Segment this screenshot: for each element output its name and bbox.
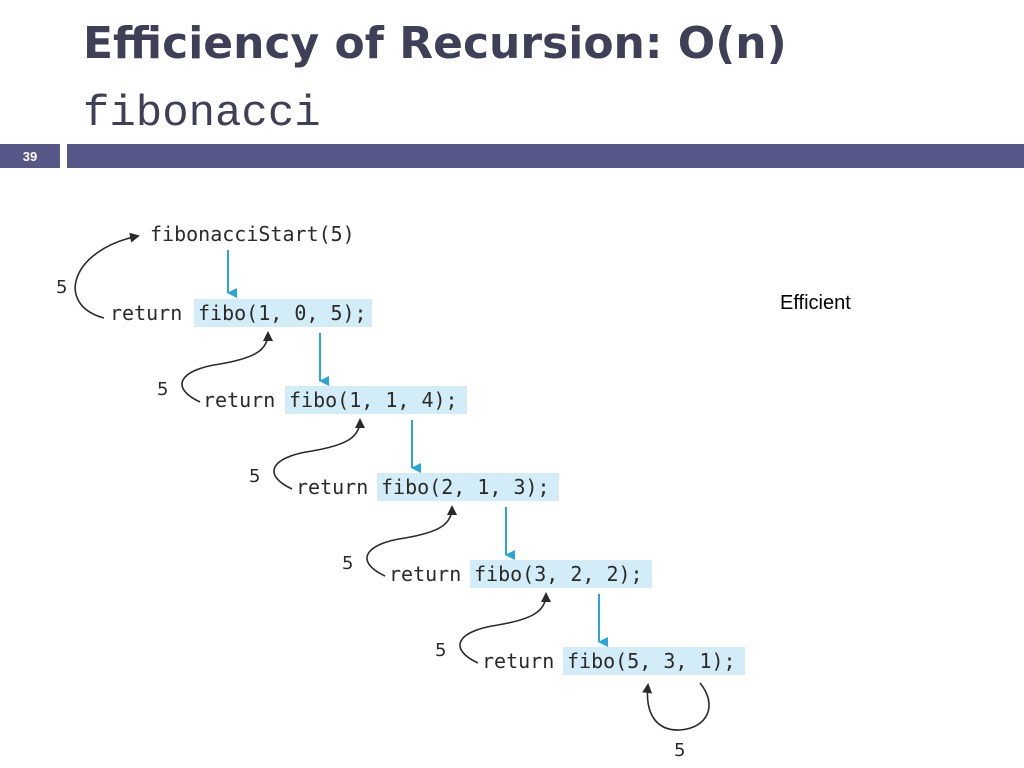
slide-title: Efficiency of Recursion: O(n) xyxy=(83,18,787,69)
recursive-call: fibo(1, 1, 4); xyxy=(289,388,458,412)
return-keyword: return xyxy=(203,388,275,412)
call-highlight-box xyxy=(470,560,652,588)
start-call: fibonacciStart(5) xyxy=(150,222,355,246)
return-arrow-to-start xyxy=(74,232,140,319)
efficiency-note: Efficient xyxy=(780,292,851,314)
return-value-label: 5 xyxy=(56,277,67,298)
return-keyword: return xyxy=(296,475,368,499)
slide-subtitle: fibonacci xyxy=(83,89,321,139)
call-highlight-box xyxy=(563,647,745,675)
return-arrow xyxy=(366,505,457,577)
final-return-value: 5 xyxy=(674,740,685,761)
return-value-label: 5 xyxy=(157,379,168,400)
return-arrow xyxy=(273,418,365,490)
slide-number: 39 xyxy=(0,144,60,168)
return-value-label: 5 xyxy=(435,640,446,661)
recursive-call: fibo(3, 2, 2); xyxy=(474,562,643,586)
return-arrow xyxy=(181,331,273,403)
call-highlight-box xyxy=(194,299,372,327)
return-value-label: 5 xyxy=(249,466,260,487)
return-arrow xyxy=(459,592,551,664)
call-highlight-box xyxy=(285,386,467,414)
call-highlight-box xyxy=(377,473,559,501)
return-keyword: return xyxy=(482,649,554,673)
base-case-return-arrow xyxy=(642,682,710,731)
return-keyword: return xyxy=(389,562,461,586)
recursive-call: fibo(1, 0, 5); xyxy=(198,301,367,325)
recursive-call: fibo(2, 1, 3); xyxy=(381,475,550,499)
recursive-call: fibo(5, 3, 1); xyxy=(567,649,736,673)
return-keyword: return xyxy=(110,301,182,325)
return-value-label: 5 xyxy=(342,553,353,574)
title-divider-bar xyxy=(67,144,1024,168)
